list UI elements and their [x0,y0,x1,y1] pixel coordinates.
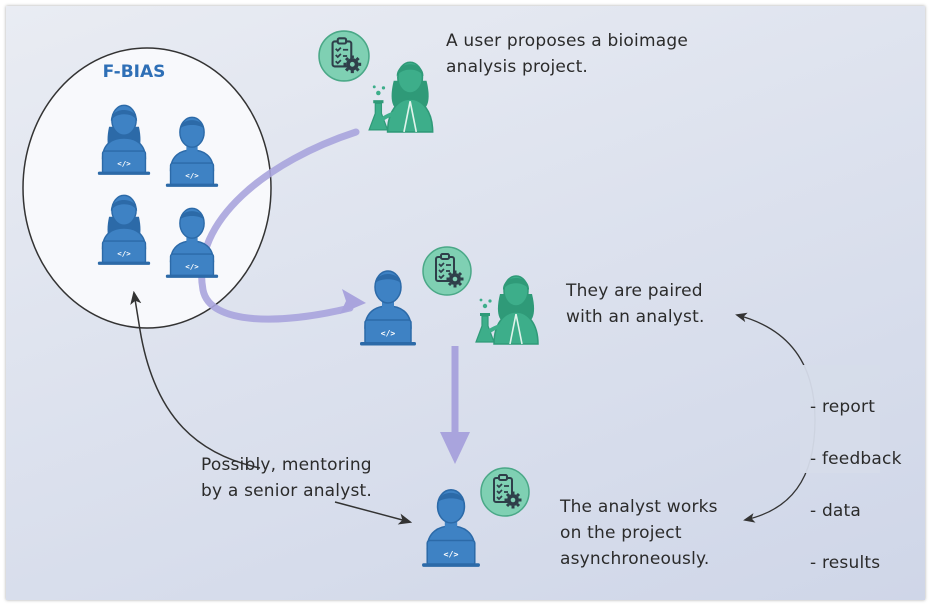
exchange-label-backdrop [800,365,880,473]
exchange-item: - data [810,501,862,521]
works-label: The analyst works on the project asynchr… [560,497,718,569]
mentoring-arrow [334,501,413,525]
fbias-group-circle [22,47,272,329]
task-clipboard-gear-icon [422,246,472,296]
exchange-item: - feedback [810,449,902,469]
assign-arrowhead [340,289,366,314]
user-scientist-icon [476,276,538,344]
fbias-title: F-BIAS [102,62,166,82]
mentoring-return-arrow [130,290,261,469]
mentoring-label: Possibly, mentoring by a senior analyst. [201,455,373,501]
propose-label: A user proposes a bioimage analysis proj… [446,31,688,77]
progress-arrowhead [440,432,470,464]
task-clipboard-gear-icon [318,30,370,82]
exchange-item: - results [810,553,881,573]
exchange-item: - report [810,397,876,417]
user-scientist-icon [369,62,433,132]
paired-label: They are paired with an analyst. [566,281,705,327]
assign-arrow [198,128,360,323]
task-clipboard-gear-icon [480,467,530,517]
exchange-list: - report - feedback - data - results [810,368,902,602]
analyst-icon [359,270,417,346]
analyst-icon [421,489,481,568]
